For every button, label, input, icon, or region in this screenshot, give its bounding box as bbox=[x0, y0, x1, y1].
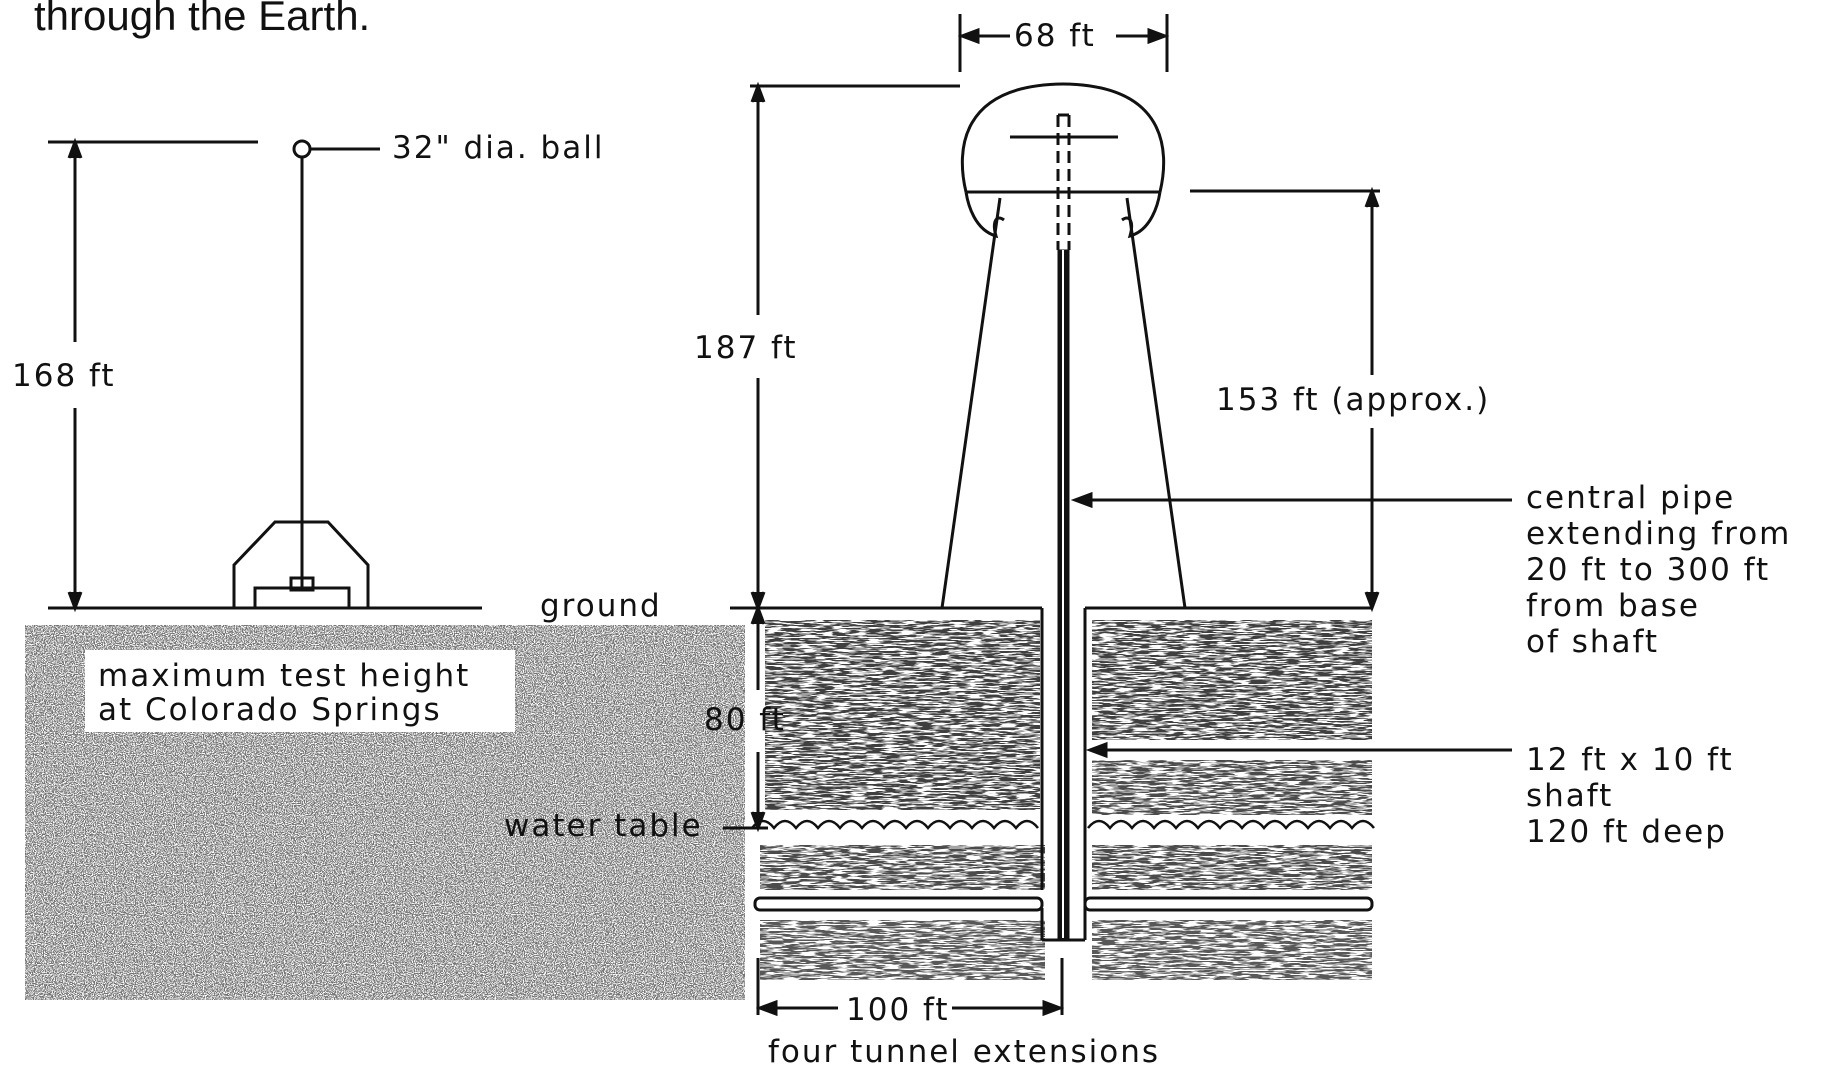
tower-legs bbox=[940, 197, 1187, 609]
leader-lines bbox=[723, 491, 1512, 830]
test-height-note-line2: at Colorado Springs bbox=[98, 692, 442, 728]
pipe-note-line: central pipe bbox=[1526, 480, 1735, 516]
pipe-note-line: of shaft bbox=[1526, 624, 1659, 660]
water-table-label: water table bbox=[504, 808, 703, 844]
shaft-note-line: 12 ft x 10 ft bbox=[1526, 742, 1734, 778]
test-height-note-line1: maximum test height bbox=[98, 658, 470, 694]
pipe-note-line: 20 ft to 300 ft bbox=[1526, 552, 1770, 588]
ground-texture-right bbox=[760, 620, 1372, 980]
total-height-label: 187 ft bbox=[694, 330, 798, 366]
depth-label: 80 ft bbox=[704, 702, 786, 738]
ball-label: 32" dia. ball bbox=[392, 130, 604, 166]
ground-texture-left bbox=[25, 625, 745, 1000]
approx-height-dimension bbox=[1190, 186, 1380, 613]
water-table bbox=[751, 819, 1375, 831]
pipe-note-line: from base bbox=[1526, 588, 1700, 624]
tunnel-width-label: 100 ft bbox=[846, 992, 950, 1028]
height-dimension-left bbox=[48, 137, 258, 613]
right-ground-shaft bbox=[745, 606, 1372, 942]
left-tower bbox=[232, 139, 370, 610]
caption-text: through the Earth. bbox=[34, 0, 371, 39]
tunnel-label: four tunnel extensions bbox=[768, 1034, 1160, 1068]
approx-height-label: 153 ft (approx.) bbox=[1216, 382, 1490, 418]
dome-width-label: 68 ft bbox=[1014, 18, 1096, 54]
shaft-note-line: shaft bbox=[1526, 778, 1613, 814]
left-height-label: 168 ft bbox=[12, 358, 116, 394]
tunnel-extensions bbox=[753, 896, 1374, 912]
dome-width-dimension bbox=[957, 14, 1170, 72]
tower-dome bbox=[960, 82, 1166, 239]
pipe-note: central pipe extending from 20 ft to 300… bbox=[1526, 480, 1791, 660]
ground-label: ground bbox=[540, 588, 662, 624]
shaft-note: 12 ft x 10 ft shaft 120 ft deep bbox=[1526, 742, 1734, 850]
shaft-note-line: 120 ft deep bbox=[1526, 814, 1727, 850]
pipe-note-line: extending from bbox=[1526, 516, 1791, 552]
total-height-dimension bbox=[748, 81, 960, 833]
central-pipe bbox=[1056, 113, 1071, 941]
tunnel-width-dimension bbox=[755, 958, 1065, 1017]
